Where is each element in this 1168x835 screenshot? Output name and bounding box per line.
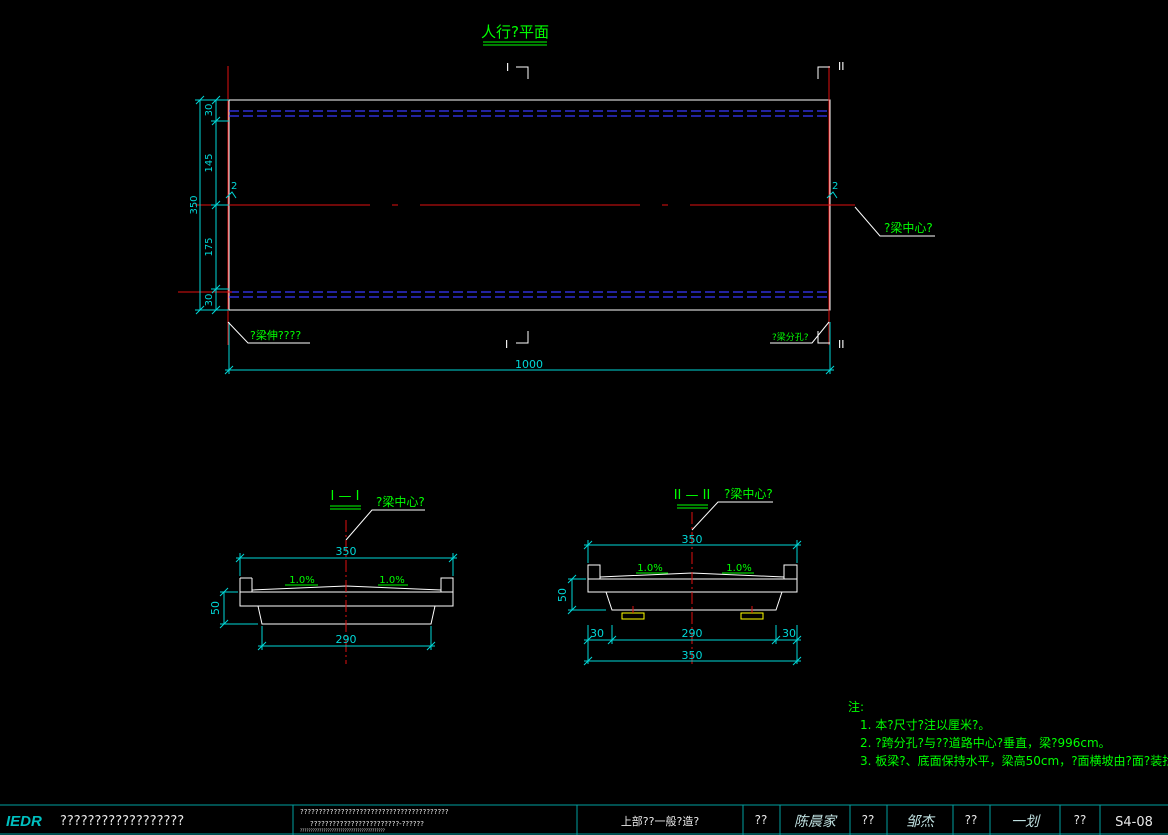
- section-mark-II-top: II: [838, 60, 845, 73]
- section-mark-I-bottom: I: [505, 338, 508, 351]
- section-1-slope-left: 1.0%: [289, 575, 314, 586]
- project-name-line3: ????????????????????????????????????????: [300, 828, 385, 833]
- section-2-height: 50: [556, 588, 569, 602]
- plan-slope-mark-right: 2: [832, 181, 838, 192]
- drawing-number: S4-08: [1115, 815, 1153, 830]
- company-name: ??????????????????: [60, 814, 184, 829]
- note-2: 2. ?跨分孔?与??道路中心?垂直，梁?996cm。: [860, 735, 1111, 750]
- section-1-width-top: 350: [336, 545, 357, 558]
- section-1-title: I — I: [331, 489, 360, 504]
- plan-dim-30-bottom: 30: [204, 294, 215, 307]
- plan-left-dimensions: [195, 95, 229, 315]
- drawing-title: 上部??一般?造?: [621, 814, 700, 828]
- plan-dim-1000: 1000: [515, 358, 543, 371]
- plan-leaders: [227, 206, 935, 344]
- note-1: 1. 本?尺寸?注以厘米?。: [860, 717, 990, 732]
- notes-heading: 注:: [848, 699, 864, 714]
- plan-right-bottom-label: ?梁分孔?: [772, 331, 809, 343]
- plan-center-label: ?梁中心?: [884, 220, 933, 235]
- plan-hidden-lines: [229, 110, 830, 298]
- plan-centerline: [178, 66, 855, 345]
- project-name-line1: ????????????????????????????????????????: [300, 808, 449, 816]
- section-2-title: II — II: [674, 488, 711, 503]
- signature-design: 陈晨家: [794, 814, 838, 830]
- title-block: IEDR ?????????????????? ????????????????…: [0, 804, 1168, 835]
- label-check: ??: [862, 813, 875, 827]
- plan-dim-175: 175: [204, 237, 215, 256]
- plan-title: 人行?平面: [481, 23, 549, 41]
- plan-dim-30-top: 30: [204, 104, 215, 117]
- section-1-height: 50: [209, 601, 222, 615]
- section-1-slope-right: 1.0%: [379, 575, 404, 586]
- notes: 注: 1. 本?尺寸?注以厘米?。 2. ?跨分孔?与??道路中心?垂直，梁?9…: [848, 699, 1168, 768]
- plan-dim-350: 350: [189, 195, 200, 214]
- section-1: I — I ?梁中心? 1.0% 1.0%: [209, 489, 458, 664]
- section-2-slope-left: 1.0%: [637, 563, 662, 574]
- note-3: 3. 板梁?、底面保持水平，梁高50cm，?面横坡由?面?装找坡。: [860, 753, 1168, 768]
- project-name-line2: ????????????????????????-??????: [310, 820, 424, 828]
- section-mark-I-top: I: [506, 61, 509, 74]
- section-2-width-mid: 290: [682, 627, 703, 640]
- company-logo: IEDR: [6, 813, 42, 830]
- section-2-width-bottom: 350: [682, 649, 703, 662]
- label-design: ??: [755, 813, 768, 827]
- plan-dim-145: 145: [204, 153, 215, 172]
- section-2-width-top: 350: [682, 533, 703, 546]
- section-2-side-right: 30: [782, 627, 796, 640]
- signature-review: 一划: [1011, 814, 1041, 830]
- section-2-slope-right: 1.0%: [726, 563, 751, 574]
- section-2-center-label: ?梁中心?: [724, 486, 773, 501]
- plan-slope-mark-left: 2: [231, 181, 237, 192]
- section-1-center-label: ?梁中心?: [376, 494, 425, 509]
- label-review: ??: [965, 813, 978, 827]
- label-drawing-no: ??: [1074, 813, 1087, 827]
- section-mark-II-bottom: II: [838, 338, 845, 351]
- section-1-width-bottom: 290: [336, 633, 357, 646]
- plan-bottom-dimension: [224, 322, 835, 375]
- plan-left-bottom-label: ?梁伸????: [250, 328, 301, 342]
- section-2: II — II ?梁中心? 1.0% 1.0%: [556, 486, 802, 666]
- plan-view: 人行?平面: [178, 23, 935, 375]
- section-2-side-left: 30: [590, 627, 604, 640]
- signature-check: 邹杰: [906, 814, 936, 830]
- section-1-outline: [239, 577, 454, 625]
